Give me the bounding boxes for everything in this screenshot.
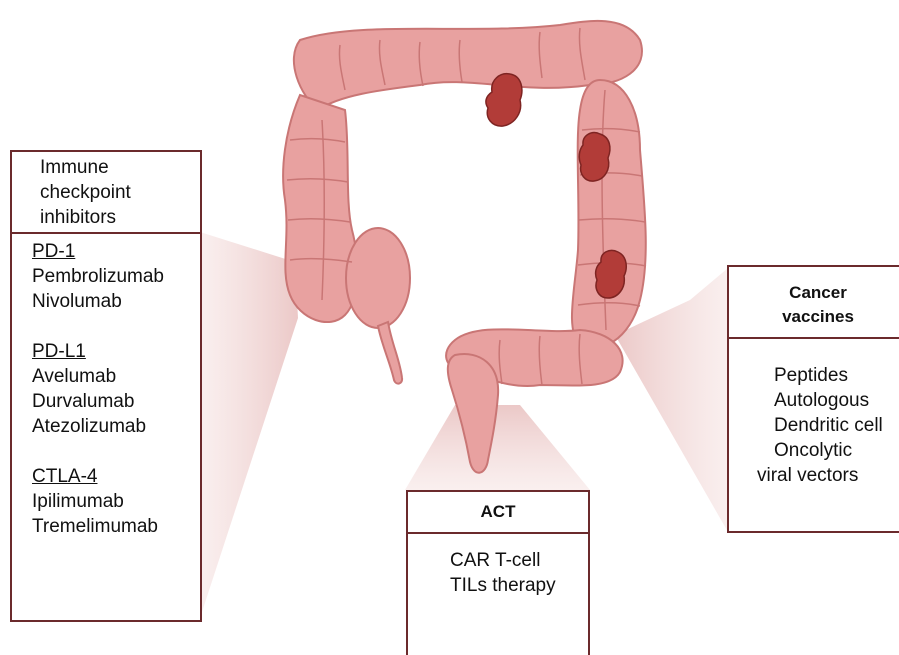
drug-item: Atezolizumab: [32, 414, 200, 439]
group-heading: PD-L1: [32, 339, 200, 364]
drug-item: Durvalumab: [32, 389, 200, 414]
vaccine-item: Oncolytic: [737, 438, 899, 463]
group-heading: CTLA-4: [32, 464, 200, 489]
act-list: CAR T-cell TILs therapy: [408, 534, 588, 598]
group-pd1: PD-1 Pembrolizumab Nivolumab: [32, 239, 200, 314]
title-line: inhibitors: [40, 205, 200, 230]
cancer-vaccines-box: Cancer vaccines Peptides Autologous Dend…: [727, 265, 899, 533]
immune-checkpoint-list: PD-1 Pembrolizumab Nivolumab PD-L1 Avelu…: [12, 234, 200, 539]
vaccine-item: Peptides: [737, 363, 899, 388]
drug-item: Tremelimumab: [32, 514, 200, 539]
act-item: TILs therapy: [450, 573, 588, 598]
vaccine-item: Autologous: [737, 388, 899, 413]
immune-checkpoint-title: Immune checkpoint inhibitors: [12, 152, 200, 234]
immune-checkpoint-box: Immune checkpoint inhibitors PD-1 Pembro…: [10, 150, 202, 622]
act-title: ACT: [408, 492, 588, 534]
group-pdl1: PD-L1 Avelumab Durvalumab Atezolizumab: [32, 339, 200, 439]
drug-item: Nivolumab: [32, 289, 200, 314]
tumor-descending-upper: [579, 133, 610, 181]
group-ctla4: CTLA-4 Ipilimumab Tremelimumab: [32, 464, 200, 539]
title-line: vaccines: [729, 305, 899, 329]
title-line: checkpoint: [40, 180, 200, 205]
act-item: CAR T-cell: [450, 548, 588, 573]
title-line: Cancer: [729, 281, 899, 305]
cancer-vaccines-title: Cancer vaccines: [729, 267, 899, 339]
drug-item: Pembrolizumab: [32, 264, 200, 289]
group-heading: PD-1: [32, 239, 200, 264]
cancer-vaccines-list: Peptides Autologous Dendritic cell Oncol…: [729, 339, 899, 488]
beam-immune: [200, 232, 298, 618]
title-line: Immune: [40, 155, 200, 180]
vaccine-item: Dendritic cell: [737, 413, 899, 438]
drug-item: Avelumab: [32, 364, 200, 389]
act-box: ACT CAR T-cell TILs therapy: [406, 490, 590, 655]
beam-act: [405, 405, 590, 490]
drug-item: Ipilimumab: [32, 489, 200, 514]
vaccine-item: viral vectors: [737, 463, 899, 488]
colon: [283, 21, 646, 473]
